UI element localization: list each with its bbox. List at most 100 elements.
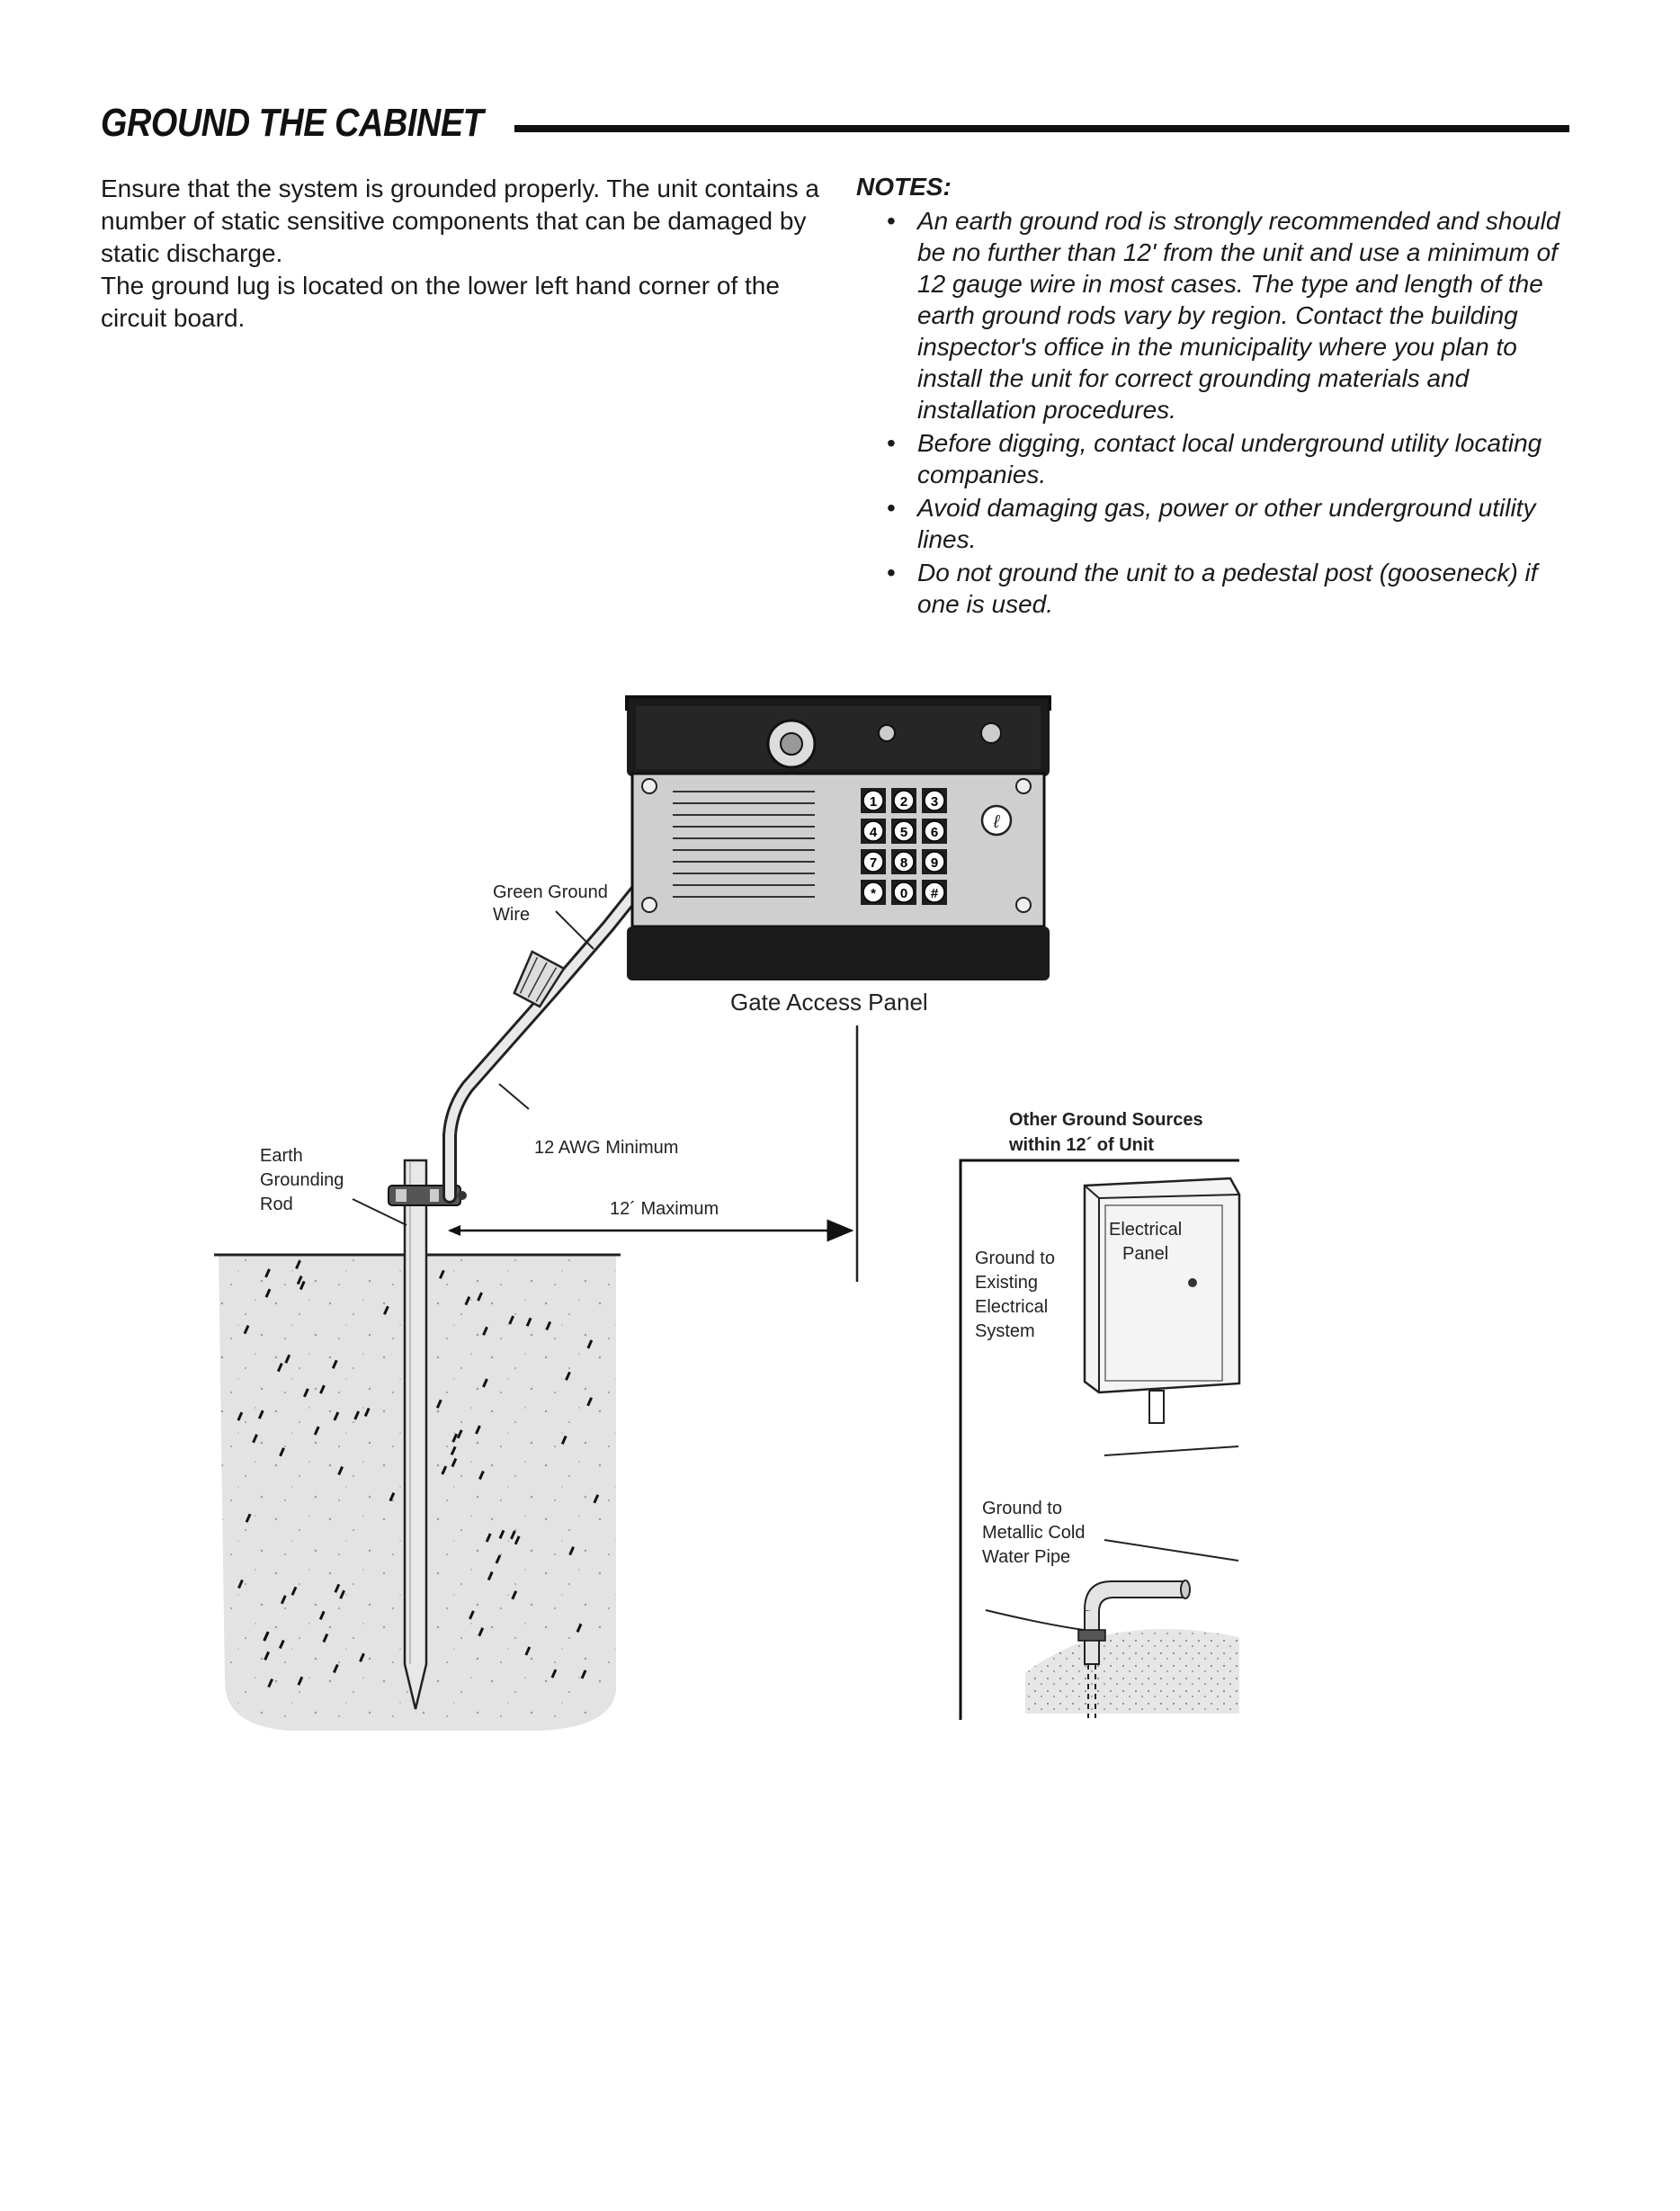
soil-texture-mark bbox=[586, 1339, 594, 1349]
soil-texture-mark bbox=[331, 1359, 338, 1369]
screw-icon bbox=[1015, 897, 1032, 913]
soil-texture-mark bbox=[565, 1371, 571, 1381]
soil-texture-mark bbox=[276, 1363, 283, 1373]
soil-texture-mark bbox=[441, 1465, 448, 1475]
ground-pipe-label-1: Ground to bbox=[982, 1499, 1062, 1518]
keypad-key-label: 5 bbox=[900, 825, 907, 840]
keypad-key-label: 8 bbox=[900, 855, 907, 871]
other-sources-title-1: Other Ground Sources bbox=[1009, 1110, 1203, 1130]
electrical-panel-box bbox=[1083, 1177, 1241, 1424]
soil-texture-mark bbox=[482, 1378, 488, 1388]
soil-texture-mark bbox=[438, 1269, 445, 1279]
soil-texture-mark bbox=[580, 1669, 587, 1679]
ground-existing-label-1: Ground to bbox=[975, 1249, 1055, 1268]
soil-texture-mark bbox=[333, 1411, 340, 1421]
soil-texture-mark bbox=[495, 1554, 502, 1564]
keypad-key-6: 6 bbox=[922, 819, 947, 844]
other-ground-sources-inset bbox=[959, 1159, 1241, 1720]
note-item-1: •An earth ground rod is strongly recomme… bbox=[887, 207, 1560, 424]
earth-rod-label-3: Rod bbox=[260, 1195, 293, 1214]
soil-texture-mark bbox=[264, 1268, 271, 1278]
soil-texture-mark bbox=[524, 1646, 532, 1656]
soil-texture-mark bbox=[510, 1530, 516, 1540]
keypad-key-7: 7 bbox=[861, 849, 886, 874]
soil-texture-mark bbox=[451, 1457, 458, 1468]
ground-existing-label-3: Electrical bbox=[975, 1297, 1048, 1317]
soil-texture-mark bbox=[237, 1579, 244, 1589]
soil-texture-mark bbox=[257, 1410, 264, 1419]
soil-texture-mark bbox=[359, 1652, 365, 1662]
soil-texture-mark bbox=[290, 1586, 298, 1596]
soil-texture-mark bbox=[363, 1407, 371, 1418]
camera-icon bbox=[878, 724, 896, 742]
soil-texture-mark bbox=[478, 1470, 485, 1481]
keypad-key-label: 1 bbox=[870, 794, 877, 810]
keypad-key-label: 2 bbox=[900, 794, 907, 810]
soil-texture-mark bbox=[284, 1354, 291, 1364]
soil-texture-mark bbox=[334, 1583, 341, 1593]
soil-texture-mark bbox=[451, 1433, 459, 1443]
soil-texture-mark bbox=[263, 1632, 270, 1642]
soil-texture-mark bbox=[545, 1320, 552, 1331]
soil-texture-mark bbox=[550, 1669, 558, 1678]
soil-texture-mark bbox=[322, 1633, 329, 1643]
keypad-key-2: 2 bbox=[891, 788, 916, 813]
earth-rod-label-2: Grounding bbox=[260, 1170, 344, 1190]
soil-texture-mark bbox=[280, 1595, 287, 1605]
earth-rod-label-1: Earth bbox=[260, 1146, 303, 1166]
ground-existing-label-4: System bbox=[975, 1321, 1035, 1341]
screw-icon bbox=[1015, 778, 1032, 794]
soil-texture-mark bbox=[477, 1292, 483, 1302]
soil-texture-mark bbox=[478, 1627, 485, 1637]
soil-texture-mark bbox=[299, 1280, 306, 1291]
soil-texture-mark bbox=[339, 1589, 345, 1599]
bullet-icon: • bbox=[887, 559, 896, 586]
soil-texture-mark bbox=[469, 1610, 475, 1620]
note-item-4: •Do not ground the unit to a pedestal po… bbox=[887, 559, 1538, 618]
awg-minimum-label: 12 AWG Minimum bbox=[534, 1138, 678, 1158]
heading-rule bbox=[514, 125, 1569, 132]
keypad-key-label: 7 bbox=[870, 855, 877, 871]
maximum-dimension-arrow bbox=[448, 1219, 854, 1242]
soil-texture-mark bbox=[332, 1663, 339, 1674]
note-item-3: •Avoid damaging gas, power or other unde… bbox=[887, 494, 1536, 553]
soil-texture-mark bbox=[525, 1317, 532, 1327]
notes-title: NOTES: bbox=[856, 173, 952, 201]
soil-texture-mark bbox=[482, 1326, 488, 1336]
soil-texture-mark bbox=[237, 1411, 244, 1421]
keypad-key-#: # bbox=[922, 880, 947, 905]
keypad-key-label: 6 bbox=[931, 825, 938, 840]
keypad-key-3: 3 bbox=[922, 788, 947, 813]
call-button-icon bbox=[980, 804, 1013, 837]
panel-lock-icon bbox=[1188, 1278, 1197, 1287]
soil-texture-mark bbox=[508, 1315, 515, 1325]
soil-texture-mark bbox=[296, 1275, 303, 1285]
keypad-key-label: 4 bbox=[870, 825, 878, 840]
green-ground-wire bbox=[442, 883, 644, 1204]
soil-texture-mark bbox=[245, 1513, 252, 1523]
soil-texture-mark bbox=[568, 1546, 575, 1556]
soil-texture-mark bbox=[475, 1425, 481, 1435]
soil-texture-mark bbox=[576, 1623, 583, 1633]
keypad-key-1: 1 bbox=[861, 788, 886, 813]
screw-icon bbox=[641, 897, 657, 913]
keypad-key-9: 9 bbox=[922, 849, 947, 874]
keypad-key-0: 0 bbox=[891, 880, 916, 905]
ground-pipe-label-2: Metallic Cold bbox=[982, 1523, 1085, 1543]
soil-texture-mark bbox=[383, 1305, 389, 1315]
keypad-key-label: 9 bbox=[931, 855, 938, 871]
page-heading: GROUND THE CABINET bbox=[101, 101, 484, 145]
soil-texture-mark bbox=[389, 1492, 396, 1502]
soil-texture-mark bbox=[295, 1259, 301, 1270]
soil-texture-mark bbox=[303, 1388, 309, 1398]
svg-text:ℓ: ℓ bbox=[993, 812, 1001, 832]
note-item-2: •Before digging, contact local undergrou… bbox=[887, 429, 1542, 488]
electrical-panel-label-1: Electrical bbox=[1109, 1220, 1182, 1240]
soil-texture-mark bbox=[514, 1535, 521, 1545]
keypad-key-label: * bbox=[871, 886, 876, 901]
intro-text: Ensure that the system is grounded prope… bbox=[101, 173, 820, 335]
soil-texture-mark bbox=[337, 1465, 344, 1476]
soil-texture-mark bbox=[318, 1610, 326, 1620]
keypad-key-label: # bbox=[931, 886, 939, 901]
